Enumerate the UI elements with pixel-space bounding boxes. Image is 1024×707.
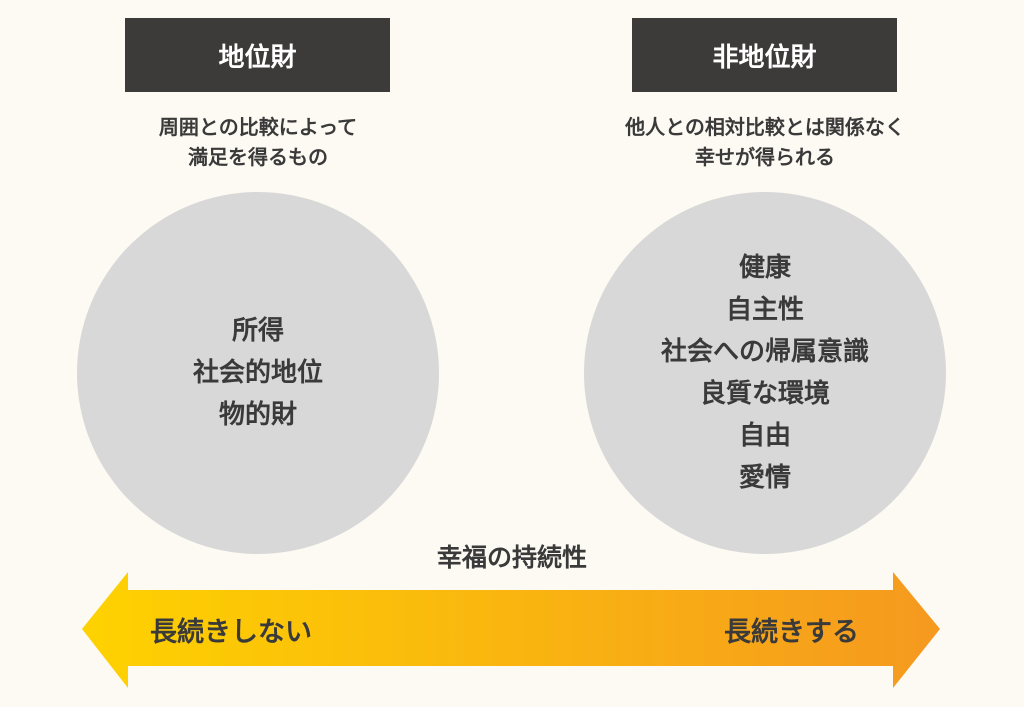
positional-goods-circle: 所得 社会的地位 物的財 [77, 192, 439, 554]
positional-goods-description: 周囲との比較によって 満足を得るもの [48, 112, 468, 172]
non-positional-goods-description: 他人との相対比較とは関係なく 幸せが得られる [555, 112, 975, 172]
description-line: 幸せが得られる [695, 145, 835, 169]
item: 社会的地位 [192, 358, 323, 388]
item: 社会への帰属意識 [660, 337, 869, 367]
positional-goods-header: 地位財 [125, 18, 390, 92]
item: 物的財 [218, 400, 297, 430]
description-line: 周囲との比較によって [158, 115, 358, 139]
axis-title: 幸福の持続性 [436, 543, 587, 572]
item: 自主性 [725, 295, 804, 325]
item: 健康 [738, 253, 791, 283]
item: 良質な環境 [699, 379, 830, 409]
description-line: 満足を得るもの [188, 145, 328, 169]
header-label: 非地位財 [712, 42, 817, 73]
non-positional-goods-header: 非地位財 [632, 18, 897, 92]
header-label: 地位財 [218, 42, 297, 73]
item: 所得 [231, 316, 284, 346]
item: 愛情 [738, 463, 791, 493]
description-line: 他人との相対比較とは関係なく [625, 115, 905, 139]
non-positional-goods-circle: 健康 自主性 社会への帰属意識 良質な環境 自由 愛情 [584, 192, 946, 554]
short-lasting-label: 長続きしない [150, 617, 312, 648]
item: 自由 [738, 421, 791, 451]
long-lasting-label: 長続きする [724, 617, 859, 648]
